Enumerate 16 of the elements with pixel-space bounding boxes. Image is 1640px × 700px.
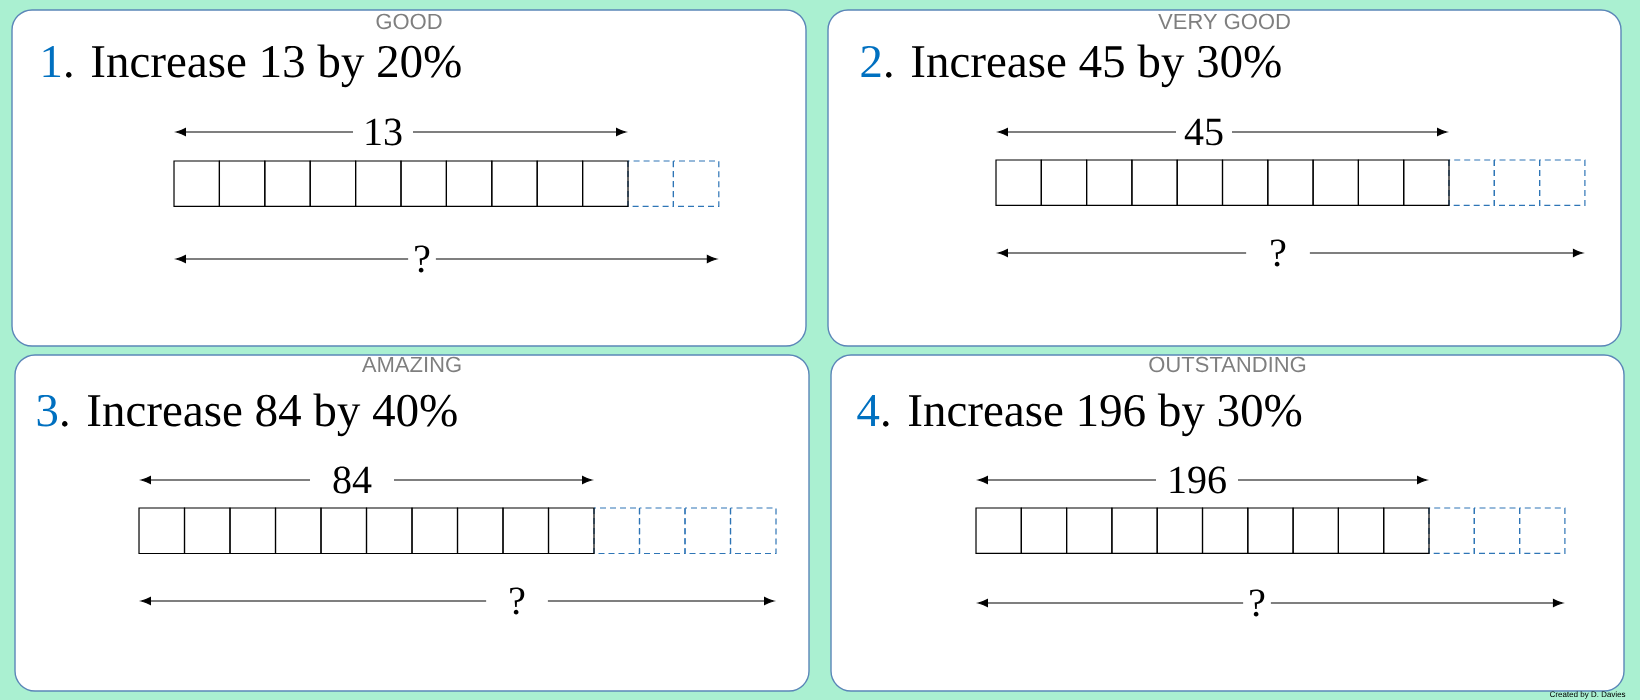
dimension-label: 45	[1176, 116, 1232, 148]
dimension-label: ?	[486, 585, 548, 617]
dimension-label: 84	[310, 464, 394, 496]
dimension-label: 196	[1156, 464, 1238, 496]
dimension-label: ?	[1243, 587, 1271, 619]
question-text: 3. Increase 84 by 40%	[37, 393, 457, 437]
level-heading: VERY GOOD	[1158, 13, 1290, 30]
question-text: 2. Increase 45 by 30%	[861, 44, 1281, 88]
dimension-label: 13	[353, 116, 413, 148]
question-text: 1. Increase 13 by 20%	[43, 44, 461, 88]
dimension-label: ?	[408, 243, 436, 275]
level-heading: GOOD	[376, 13, 442, 30]
dimension-label: ?	[1246, 237, 1310, 269]
level-heading: AMAZING	[361, 356, 461, 373]
question-text: 4. Increase 196 by 30%	[857, 393, 1302, 437]
level-heading: OUTSTANDING	[1149, 356, 1306, 373]
